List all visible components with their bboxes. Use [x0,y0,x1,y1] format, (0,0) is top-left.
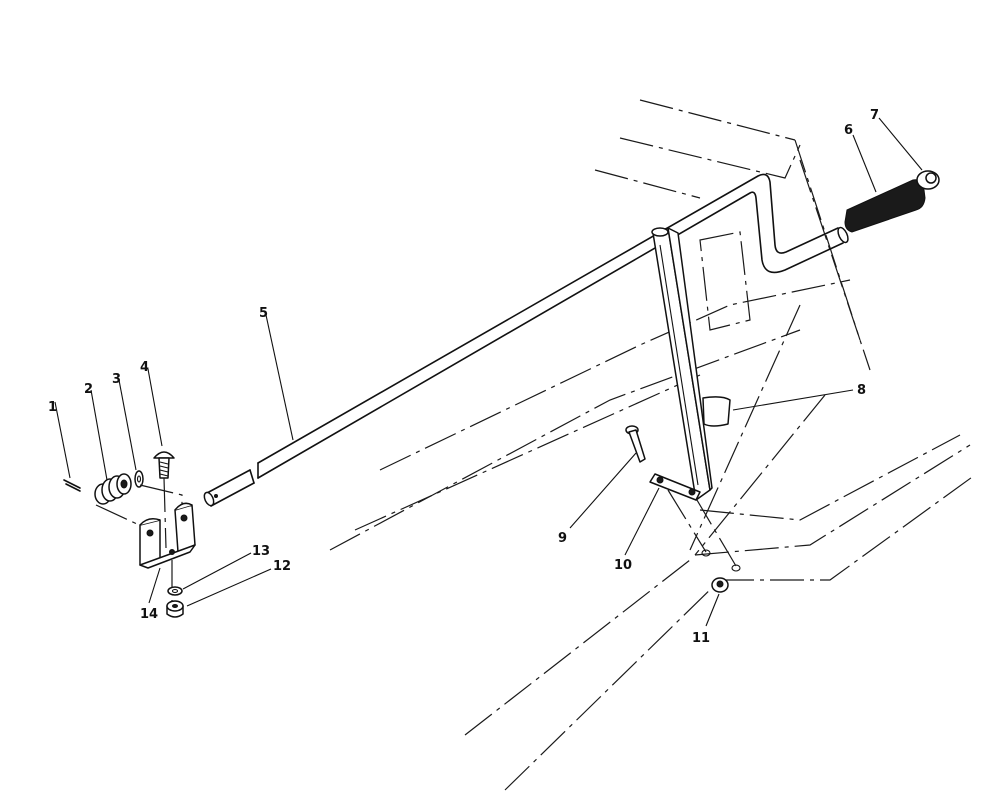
callout-6: 6 [844,123,853,138]
callout-10: 10 [614,558,632,573]
callout-11: 11 [692,631,710,646]
callout-7: 7 [870,108,879,123]
lever-arm [649,227,713,501]
callout-2: 2 [84,382,93,397]
part-5-rod-end [203,469,255,507]
chassis-phantom-outline [329,99,976,791]
part-2-spring [94,473,132,505]
mount-phantom-line-2 [693,494,737,567]
callout-12: 12 [273,559,291,574]
assembly-line-a [95,504,151,531]
part-11-nut [711,577,729,593]
callout-1: 1 [48,400,57,415]
part-13-lock-washer [167,586,183,596]
part-4-carriage-bolt [153,451,175,479]
part-8-pad [702,396,731,427]
callout-9: 9 [558,531,567,546]
mount-phantom-line [667,489,707,553]
callout-8: 8 [857,383,866,398]
part-6-grip [844,179,926,233]
callout-3: 3 [112,372,121,387]
callout-13: 13 [252,544,270,559]
callout-5: 5 [259,306,268,321]
part-5-control-rod [257,173,849,479]
callout-labels: 1 2 3 4 5 6 7 8 9 10 11 12 13 14 [48,108,879,646]
leader-lines [54,117,923,627]
callout-14: 14 [140,607,158,622]
part-3-washer [134,470,144,488]
part-7-cap [916,170,940,190]
part-1-pin [63,479,81,492]
part-12-nut [166,600,184,618]
part-9-bolt [625,425,646,463]
part-14-bracket [139,502,196,569]
callout-4: 4 [140,360,149,375]
assembly-line-b [139,484,183,510]
assembly-line-c [163,477,167,549]
